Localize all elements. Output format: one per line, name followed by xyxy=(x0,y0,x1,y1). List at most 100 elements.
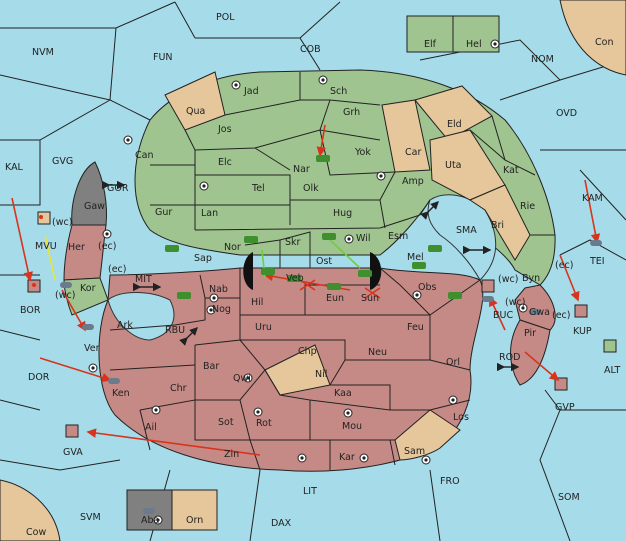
province-gwa[interactable] xyxy=(514,284,556,331)
sea-som-label: SOM xyxy=(558,492,580,503)
province-elc-label: Elc xyxy=(218,157,232,168)
province-aba-label: Aba xyxy=(141,515,159,526)
province-nar-label: Nar xyxy=(293,164,310,175)
province-kor-label: Kor xyxy=(80,283,96,294)
sea-alt-label: ALT xyxy=(604,365,620,376)
sea-pol-label: POL xyxy=(216,12,235,23)
sea-lit-label: LIT xyxy=(303,486,317,497)
sea-fro-label: FRO xyxy=(440,476,460,487)
province-kar-label: Kar xyxy=(339,452,355,463)
sea-rod-label: ROD xyxy=(499,352,520,363)
province-bar-label: Bar xyxy=(203,361,219,372)
province-pir[interactable] xyxy=(510,319,551,386)
province-elf[interactable] xyxy=(406,15,454,53)
province-jad-label: Jad xyxy=(243,86,259,97)
province-neu-label: Neu xyxy=(368,347,387,358)
sea-dor-label: DOR xyxy=(28,372,50,383)
province-los-label: Los xyxy=(453,412,469,423)
province-amp-label: Amp xyxy=(402,176,424,187)
province-kat-label: Kat xyxy=(503,165,519,176)
province-grh-label: Grh xyxy=(343,107,360,118)
province-bri[interactable] xyxy=(468,184,531,261)
sea-mit-label: MIT xyxy=(135,274,152,285)
supply-centers xyxy=(88,39,528,525)
province-con-label: Con xyxy=(595,37,613,48)
province-skr-label: Skr xyxy=(285,237,301,248)
province-nab-label: Nab xyxy=(209,284,228,295)
province-sam[interactable] xyxy=(394,409,461,461)
province-orn[interactable] xyxy=(171,489,218,531)
province-ken-label: Ken xyxy=(112,388,130,399)
province-jos-label: Jos xyxy=(217,124,232,135)
province-chp-label: Chp xyxy=(298,346,317,357)
sea-bor-label: BOR xyxy=(20,305,41,316)
sea-kup-label: KUP xyxy=(573,326,592,337)
province-nor-label: Nor xyxy=(224,242,241,253)
coast-label: (ec) xyxy=(552,310,570,321)
offmap-boxes xyxy=(27,211,617,438)
province-labels: Jad Sch Qua Jos Grh Eld Can Car Elc Nar … xyxy=(26,37,613,538)
province-uta-label: Uta xyxy=(445,160,462,171)
province-car[interactable] xyxy=(381,99,431,173)
sea-tei-label: TEI xyxy=(589,256,605,267)
units-armies[interactable] xyxy=(165,155,462,299)
coast-label: (wc) xyxy=(55,290,75,301)
sea-labels: POL FUN COB NVM NOM OVD KAL GVG GOR KAM … xyxy=(5,12,620,529)
units-fleets[interactable] xyxy=(60,240,602,514)
province-sap-label: Sap xyxy=(194,253,212,264)
province-orl-label: Orl xyxy=(446,357,460,368)
province-eun-label: Eun xyxy=(326,293,344,304)
sea-ovd-label: OVD xyxy=(556,108,577,119)
province-gaw-label: Gaw xyxy=(84,201,105,212)
sea-kam-label: KAM xyxy=(582,193,603,204)
province-bri-label: Bri xyxy=(491,220,504,231)
impassable-west xyxy=(243,252,253,290)
coast-labels: (wc) (ec) (ec) (wc) (wc) (wc) (ec) (ec) xyxy=(52,217,573,321)
province-ost-label: Ost xyxy=(316,256,332,267)
sea-kal-label: KAL xyxy=(5,162,24,173)
province-uru-label: Uru xyxy=(255,322,272,333)
sea-gvp-label: GVP xyxy=(555,402,575,413)
province-gur-label: Gur xyxy=(155,207,172,218)
province-zin-label: Zin xyxy=(224,449,239,460)
province-hil-label: Hil xyxy=(251,297,263,308)
province-eld-label: Eld xyxy=(447,119,462,130)
sea-rbu-label: RBU xyxy=(165,325,185,336)
province-esm-label: Esm xyxy=(388,231,408,242)
province-mou-label: Mou xyxy=(342,421,362,432)
impassable-east xyxy=(370,252,382,290)
province-yok-label: Yok xyxy=(354,147,371,158)
province-sot-label: Sot xyxy=(218,417,234,428)
province-rot-label: Rot xyxy=(256,418,272,429)
province-can-label: Can xyxy=(135,150,153,161)
province-sun-label: Sun xyxy=(361,293,379,304)
province-pir-label: Pir xyxy=(524,328,536,339)
sea-gvg-label: GVG xyxy=(52,156,73,167)
province-sam-label: Sam xyxy=(404,446,425,457)
province-kaa-label: Kaa xyxy=(334,388,352,399)
province-sch-label: Sch xyxy=(330,86,347,97)
strait-connections xyxy=(102,180,520,372)
province-lan-label: Lan xyxy=(201,208,218,219)
sea-sma-label: SMA xyxy=(456,225,477,236)
coast-label: (ec) xyxy=(108,264,126,275)
coast-label: (wc) xyxy=(498,274,518,285)
province-tel-label: Tel xyxy=(251,183,265,194)
province-gwa-label: Gwa xyxy=(529,307,550,318)
province-veb-label: Veb xyxy=(286,273,304,284)
province-byn-label: Byn xyxy=(522,273,540,284)
sea-svm-label: SVM xyxy=(80,512,101,523)
sea-fun-label: FUN xyxy=(153,52,173,63)
province-ark-label: Ark xyxy=(117,320,133,331)
province-chr-label: Chr xyxy=(170,383,187,394)
province-olk-label: Olk xyxy=(303,183,319,194)
sea-nvm-label: NVM xyxy=(32,47,54,58)
province-mel-label: Mel xyxy=(407,252,424,263)
province-qua-label: Qua xyxy=(186,106,205,117)
province-hug-label: Hug xyxy=(333,208,352,219)
sea-gor-label: GOR xyxy=(107,183,129,194)
province-ail-label: Ail xyxy=(145,422,157,433)
province-elf-label: Elf xyxy=(424,39,437,50)
province-feu-label: Feu xyxy=(407,322,424,333)
